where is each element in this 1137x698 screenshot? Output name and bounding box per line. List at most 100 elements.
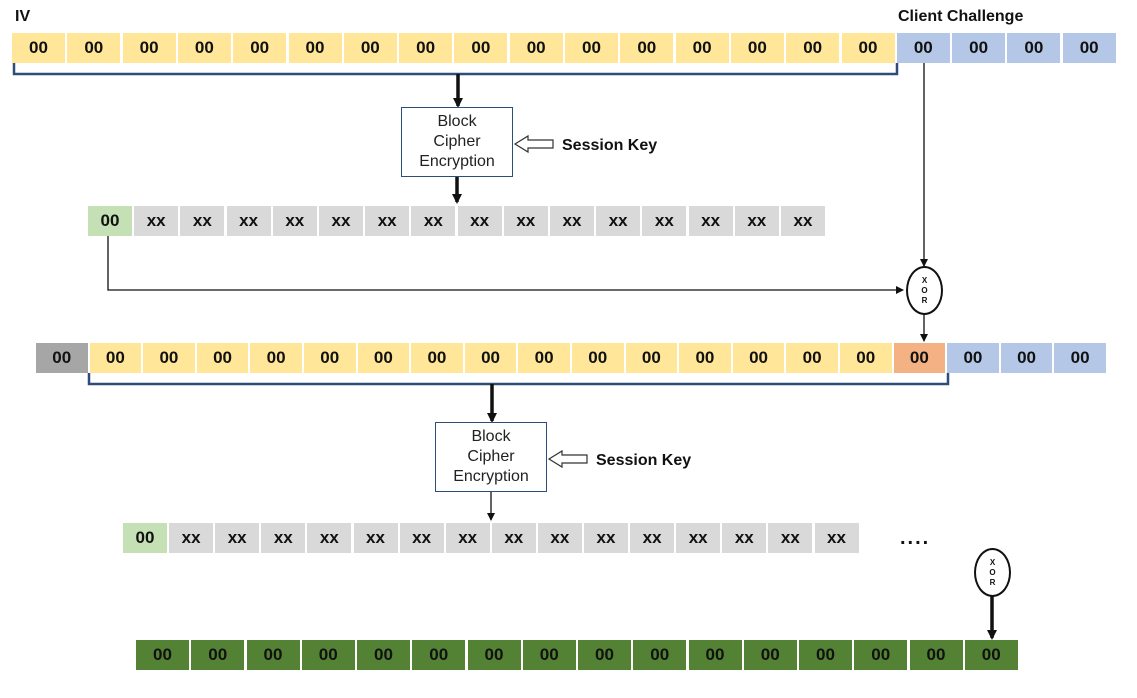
row1-challenge-byte-0: 00	[896, 33, 950, 63]
row3-iv-byte-4: 00	[304, 343, 356, 373]
row1-iv-byte-11: 00	[620, 33, 674, 63]
session-key-1-label: Session Key	[562, 137, 658, 154]
session-key-1-arrow	[513, 134, 554, 154]
row1-iv-byte-13: 00	[730, 33, 784, 63]
xor-1-letter-r: R	[921, 295, 928, 305]
row3-challenge-byte-1: 00	[1000, 343, 1053, 373]
row1-iv-byte-9: 00	[509, 33, 563, 63]
row5-final-byte-12: 00	[799, 640, 852, 670]
row3-challenge-byte-2: 00	[1054, 343, 1106, 373]
row2-rest-byte-12: xx	[688, 206, 733, 236]
row4-rest-byte-9: xx	[584, 523, 628, 553]
row5-final-byte-2: 00	[246, 640, 300, 670]
row1-iv-byte-14: 00	[786, 33, 840, 63]
row4-first-byte-0: 00	[123, 523, 167, 553]
cipher-1-line-1: Block	[437, 113, 477, 130]
row2-rest-byte-8: xx	[503, 206, 548, 236]
arrow-output-to-xor	[107, 236, 904, 294]
row1-challenge-byte-1: 00	[952, 33, 1006, 63]
row3-iv-byte-7: 00	[464, 343, 517, 373]
row4-rest-byte-7: xx	[491, 523, 536, 553]
row5-final-byte-14: 00	[909, 640, 963, 670]
row4-rest-byte-6: xx	[445, 523, 490, 553]
row2-rest-byte-2: xx	[226, 206, 271, 236]
row5-final-byte-15: 00	[964, 640, 1018, 670]
row2-rest-byte-10: xx	[596, 206, 641, 236]
row4-rest-byte-8: xx	[537, 523, 582, 553]
row2-rest-byte-1: xx	[180, 206, 225, 236]
row4-rest-byte-3: xx	[307, 523, 352, 553]
row2-rest-byte-9: xx	[550, 206, 594, 236]
row2-rest-byte-14: xx	[781, 206, 825, 236]
row5-final-byte-13: 00	[854, 640, 908, 670]
cipher-1-line-2: Cipher	[433, 133, 481, 150]
row2-rest-byte-3: xx	[272, 206, 317, 236]
row1-iv-byte-6: 00	[343, 33, 397, 63]
ellipsis: ....	[900, 527, 931, 549]
row2-rest-byte-7: xx	[457, 206, 502, 236]
row3-iv-byte-13: 00	[786, 343, 838, 373]
session-key-2-arrow	[547, 449, 588, 469]
row1-iv-byte-12: 00	[675, 33, 729, 63]
row1-iv-byte-5: 00	[288, 33, 342, 63]
row5-final-byte-5: 00	[412, 640, 466, 670]
row1-challenge-byte-2: 00	[1007, 33, 1061, 63]
row5-final-byte-3: 00	[301, 640, 355, 670]
cipher-2-line-2: Cipher	[467, 448, 515, 465]
row5-final-byte-7: 00	[522, 640, 576, 670]
row1-iv-byte-0: 00	[12, 33, 65, 63]
xor-2-letter-x: X	[989, 557, 996, 567]
row1-iv-byte-7: 00	[399, 33, 453, 63]
block-cipher-box-2: Block Cipher Encryption	[435, 422, 547, 492]
row3-iv-byte-10: 00	[625, 343, 678, 373]
block-cipher-box-1: Block Cipher Encryption	[401, 107, 513, 177]
row2-rest-byte-6: xx	[411, 206, 456, 236]
row3-iv-byte-12: 00	[732, 343, 785, 373]
bracket-row-3	[87, 373, 950, 386]
bracket-row-1	[12, 63, 899, 76]
row1-iv-byte-8: 00	[454, 33, 508, 63]
row2-rest-byte-13: xx	[734, 206, 779, 236]
row4-rest-byte-13: xx	[768, 523, 813, 553]
xor-2-letter-o: O	[989, 567, 996, 577]
xor-1-letter-x: X	[921, 275, 928, 285]
row5-final-byte-6: 00	[467, 640, 521, 670]
row5-final-byte-11: 00	[743, 640, 797, 670]
row1-iv-byte-3: 00	[177, 33, 231, 63]
row3-iv-byte-1: 00	[143, 343, 195, 373]
row3-iv-byte-14: 00	[840, 343, 892, 373]
row2-rest-byte-0: xx	[134, 206, 179, 236]
row3-iv-byte-11: 00	[679, 343, 731, 373]
row1-iv-byte-10: 00	[565, 33, 618, 63]
row3-iv-byte-3: 00	[250, 343, 302, 373]
row5-final-byte-9: 00	[633, 640, 687, 670]
row2-first-byte-0: 00	[88, 206, 132, 236]
iv-label: IV	[15, 8, 31, 25]
row3-iv-byte-9: 00	[572, 343, 624, 373]
xor-node-2: X O R	[974, 548, 1011, 597]
row3-iv-byte-5: 00	[357, 343, 410, 373]
row3-iv-byte-6: 00	[411, 343, 463, 373]
cipher-1-line-3: Encryption	[419, 153, 495, 170]
row4-rest-byte-14: xx	[814, 523, 859, 553]
row4-rest-byte-10: xx	[630, 523, 675, 553]
xor-node-1: X O R	[906, 266, 943, 315]
row1-challenge-byte-3: 00	[1062, 33, 1116, 63]
row4-rest-byte-11: xx	[676, 523, 721, 553]
row3-shifted-byte-0: 00	[36, 343, 88, 373]
row3-iv-byte-8: 00	[518, 343, 570, 373]
row5-final-byte-0: 00	[136, 640, 189, 670]
row4-rest-byte-1: xx	[215, 523, 260, 553]
row3-iv-byte-0: 00	[89, 343, 142, 373]
row5-final-byte-1: 00	[191, 640, 245, 670]
xor-2-letter-r: R	[989, 577, 996, 587]
row4-rest-byte-5: xx	[399, 523, 444, 553]
row5-final-byte-8: 00	[578, 640, 631, 670]
row3-iv-byte-2: 00	[196, 343, 249, 373]
row5-final-byte-4: 00	[357, 640, 410, 670]
row1-iv-byte-4: 00	[233, 33, 287, 63]
session-key-2-label: Session Key	[596, 452, 692, 469]
cipher-2-line-1: Block	[471, 428, 511, 445]
